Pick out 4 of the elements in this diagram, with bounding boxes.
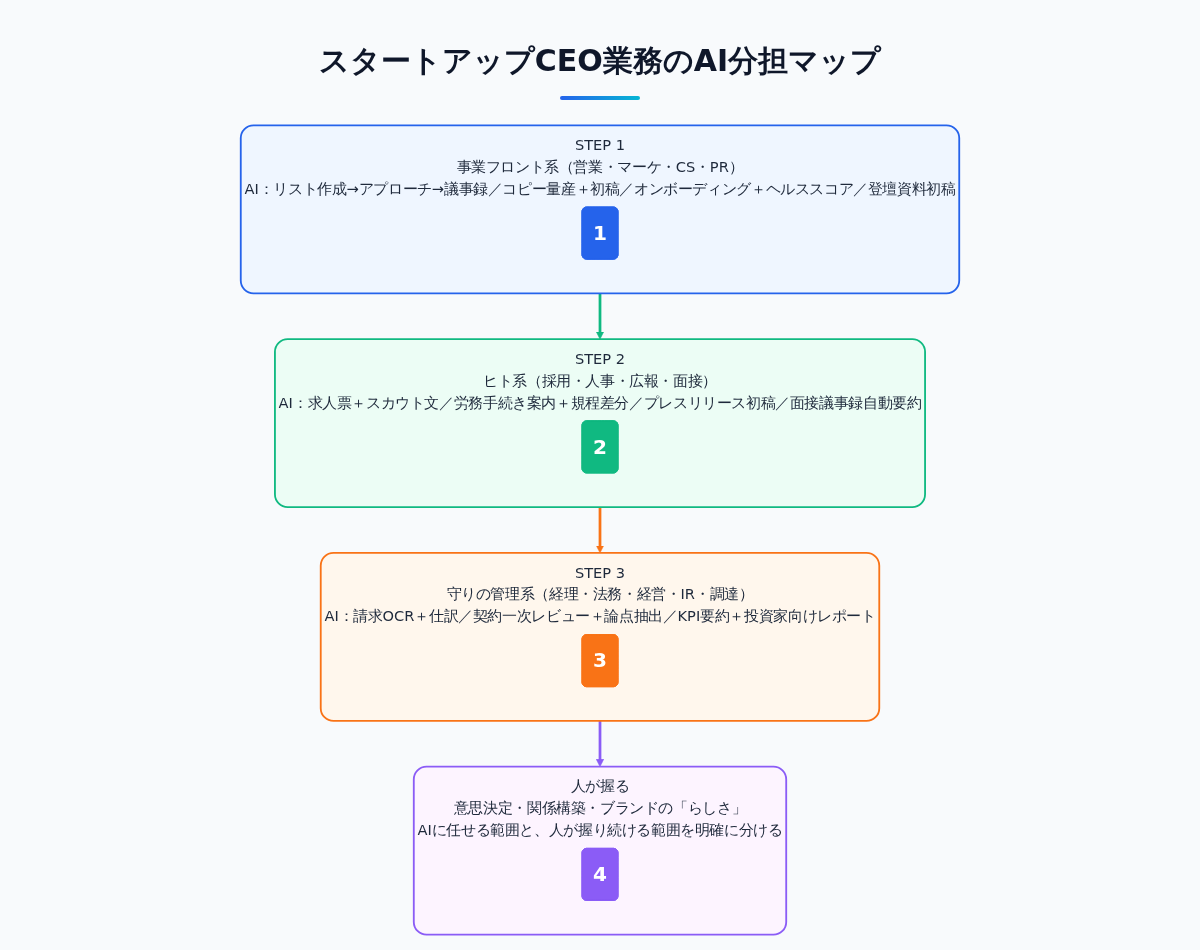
arrow <box>596 720 604 767</box>
arrow <box>596 293 604 340</box>
arrow <box>596 507 604 554</box>
title: スタートアップCEO業務のAI分担マップ <box>318 42 882 80</box>
